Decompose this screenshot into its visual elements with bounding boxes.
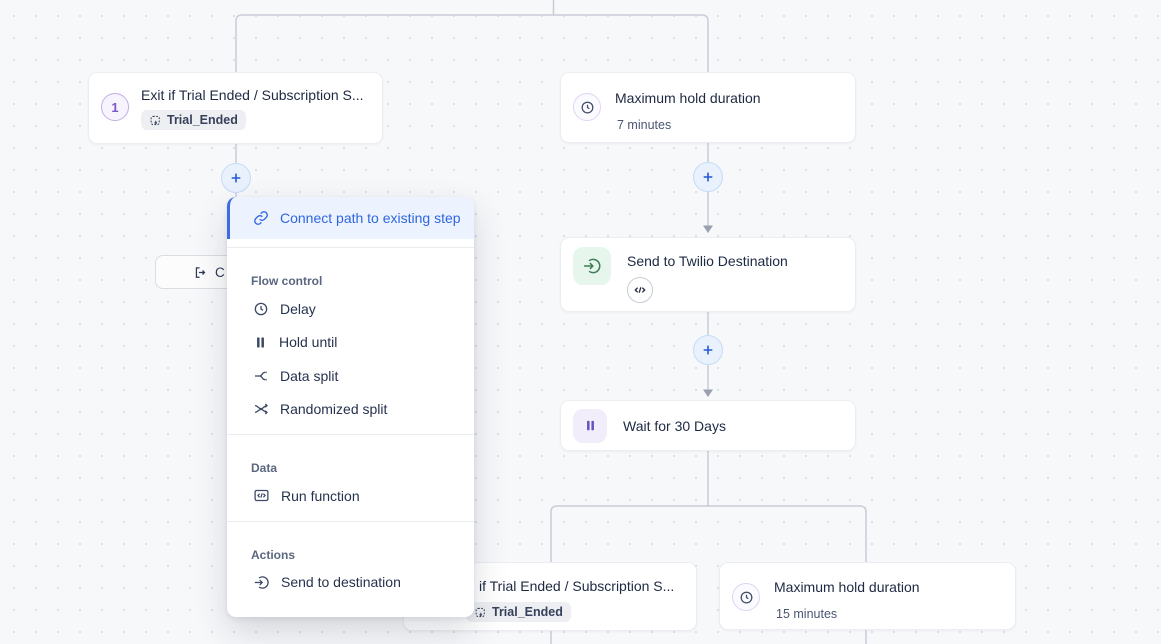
- menu-item-label: Data split: [280, 367, 339, 384]
- node-title: Maximum hold duration: [615, 90, 761, 106]
- menu-item-randomized-split[interactable]: Randomized split: [227, 393, 474, 427]
- menu-divider: [227, 247, 474, 248]
- function-code-icon: [627, 277, 653, 303]
- add-step-button[interactable]: [693, 335, 723, 365]
- plus-icon: [231, 173, 241, 183]
- send-destination-icon: [253, 574, 270, 591]
- menu-item-data-split[interactable]: Data split: [227, 359, 474, 393]
- exit-icon: [195, 266, 206, 278]
- menu-section-actions: Actions: [251, 547, 296, 562]
- menu-item-label: Run function: [281, 487, 360, 504]
- node-subtitle: 15 minutes: [776, 607, 838, 621]
- step-number-badge: 1: [101, 93, 129, 121]
- badge-label: Trial_Ended: [492, 605, 563, 619]
- plus-icon: [703, 345, 713, 355]
- send-destination-icon: [573, 247, 611, 285]
- menu-item-label: Delay: [280, 300, 316, 317]
- add-step-button[interactable]: [693, 162, 723, 192]
- plus-icon: [703, 172, 713, 182]
- node-title: Wait for 30 Days: [623, 417, 726, 434]
- node-subtitle: 7 minutes: [617, 118, 672, 132]
- node-exit-rule-top[interactable]: 1 Exit if Trial Ended / Subscription S..…: [88, 72, 383, 144]
- add-step-menu: Connect path to existing step Flow contr…: [227, 197, 474, 617]
- clock-icon: [253, 301, 269, 317]
- audience-badge: Trial_Ended: [141, 110, 246, 130]
- canvas-partial-button[interactable]: C: [155, 255, 241, 289]
- node-wait-30-days[interactable]: Wait for 30 Days: [560, 400, 856, 451]
- menu-item-label: Randomized split: [280, 401, 388, 418]
- menu-divider: [227, 434, 474, 435]
- node-max-hold-duration-15[interactable]: Maximum hold duration 15 minutes: [719, 562, 1016, 630]
- menu-item-delay[interactable]: Delay: [227, 292, 474, 326]
- arrowhead-icon: [703, 225, 713, 397]
- node-title: Maximum hold duration: [774, 579, 920, 595]
- menu-divider: [227, 520, 474, 522]
- menu-item-run-function[interactable]: Run function: [227, 479, 474, 513]
- node-title: Exit if Trial Ended / Subscription S...: [141, 87, 364, 103]
- menu-item-label: Send to destination: [281, 574, 401, 591]
- data-split-icon: [253, 368, 269, 384]
- shuffle-icon: [253, 401, 269, 417]
- menu-section-flow-control: Flow control: [251, 274, 323, 288]
- pause-icon: [253, 335, 268, 350]
- menu-item-label: Connect path to existing step: [280, 210, 461, 226]
- badge-label: Trial_Ended: [167, 113, 238, 127]
- canvas-partial-button-label: C: [215, 264, 225, 280]
- menu-item-label: Hold until: [279, 334, 338, 351]
- add-step-button[interactable]: [221, 163, 251, 193]
- link-icon: [254, 211, 268, 225]
- node-max-hold-duration-7[interactable]: Maximum hold duration 7 minutes: [560, 72, 856, 143]
- menu-item-send-to-destination[interactable]: Send to destination: [227, 566, 474, 600]
- menu-item-hold-until[interactable]: Hold until: [227, 326, 474, 360]
- code-icon: [253, 487, 270, 504]
- menu-item-connect-path[interactable]: Connect path to existing step: [227, 197, 474, 239]
- audience-badge: Trial_Ended: [466, 602, 571, 622]
- pause-icon: [573, 408, 607, 443]
- clock-icon: [573, 93, 601, 121]
- node-send-to-twilio-destination[interactable]: Send to Twilio Destination: [560, 237, 856, 312]
- audience-dashed-square-icon: [475, 607, 485, 617]
- node-title: if Trial Ended / Subscription S...: [479, 578, 675, 594]
- node-title: Send to Twilio Destination: [627, 253, 788, 269]
- audience-dashed-square-icon: [150, 115, 160, 125]
- clock-icon: [732, 583, 760, 611]
- menu-section-data: Data: [251, 461, 278, 475]
